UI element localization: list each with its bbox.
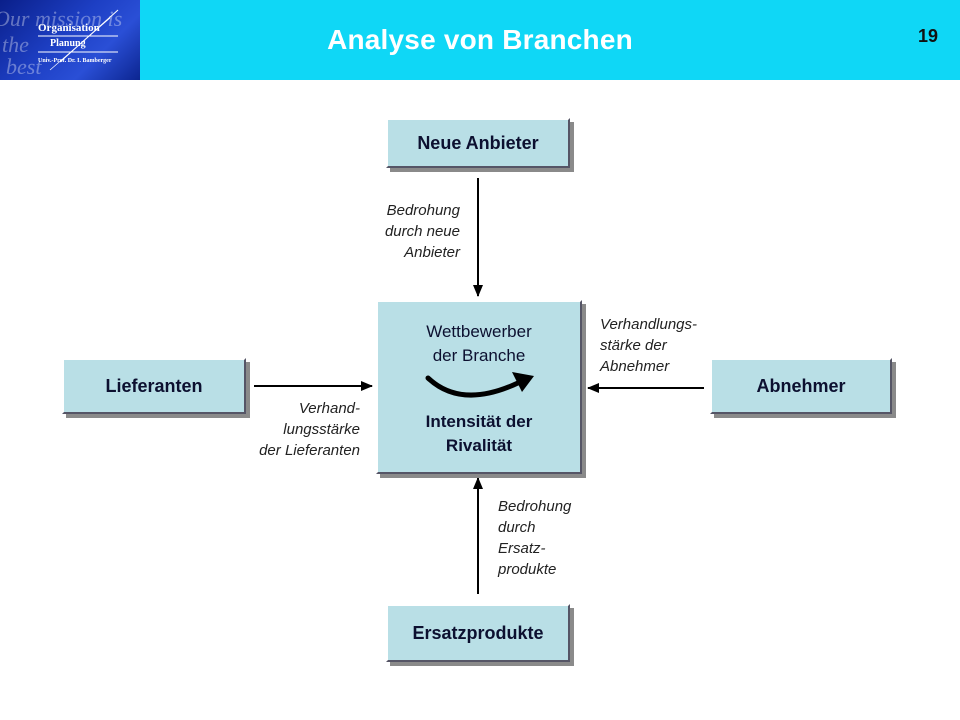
logo-bg-text: Our mission is	[0, 6, 123, 31]
label-line: Anbieter	[404, 244, 460, 261]
box-lieferanten: Lieferanten	[62, 358, 246, 414]
logo: Our mission is the best Organisation Pla…	[0, 0, 140, 80]
logo-bg-text: best	[6, 54, 42, 79]
label-line: Verhand-	[298, 400, 360, 417]
box-ersatzprodukte: Ersatzprodukte	[386, 604, 570, 662]
box-abnehmer: Abnehmer	[710, 358, 892, 414]
logo-line1: Organisation	[38, 22, 100, 34]
label-line: Verhandlungs-	[600, 316, 698, 333]
rivalry-curved-arrow	[425, 372, 534, 398]
label-line: Bedrohung	[386, 202, 460, 219]
label-line: Ersatz-	[498, 540, 546, 557]
center-top-text: Wettbewerber der Branche	[378, 320, 580, 368]
center-line4: Rivalität	[445, 436, 513, 455]
center-bottom-text: Intensität der Rivalität	[378, 410, 580, 458]
header-bar: Our mission is the best Organisation Pla…	[0, 0, 960, 80]
logo-line2: Planung	[50, 38, 86, 49]
label-line: Bedrohung	[498, 498, 572, 515]
label-line: produkte	[498, 561, 557, 578]
logo-line3: Univ.-Prof. Dr. I. Bamberger	[38, 58, 112, 64]
label-top: Bedrohung durch neue Anbieter	[340, 200, 460, 263]
page-number: 19	[917, 26, 938, 46]
label-line: durch	[498, 519, 536, 536]
box-neue-anbieter: Neue Anbieter	[386, 118, 570, 168]
center-line2: der Branche	[432, 346, 526, 365]
label-right: Verhandlungs- stärke der Abnehmer	[600, 314, 740, 377]
label-line: Abnehmer	[600, 358, 670, 375]
label-line: lungsstärke	[283, 421, 360, 438]
label-line: stärke der	[600, 337, 667, 354]
page-title: Analyse von Branchen	[327, 24, 633, 55]
label-line: durch neue	[384, 223, 460, 240]
logo-bg-text: the	[2, 32, 29, 57]
center-line1: Wettbewerber	[426, 322, 532, 341]
logo-lines	[38, 9, 119, 71]
box-wettbewerber: Wettbewerber der Branche Intensität der …	[376, 300, 582, 474]
label-bottom: Bedrohung durch Ersatz- produkte	[498, 496, 618, 580]
label-line: der Lieferanten	[259, 442, 360, 459]
center-line3: Intensität der	[425, 412, 533, 431]
label-left: Verhand- lungsstärke der Lieferanten	[210, 398, 360, 461]
